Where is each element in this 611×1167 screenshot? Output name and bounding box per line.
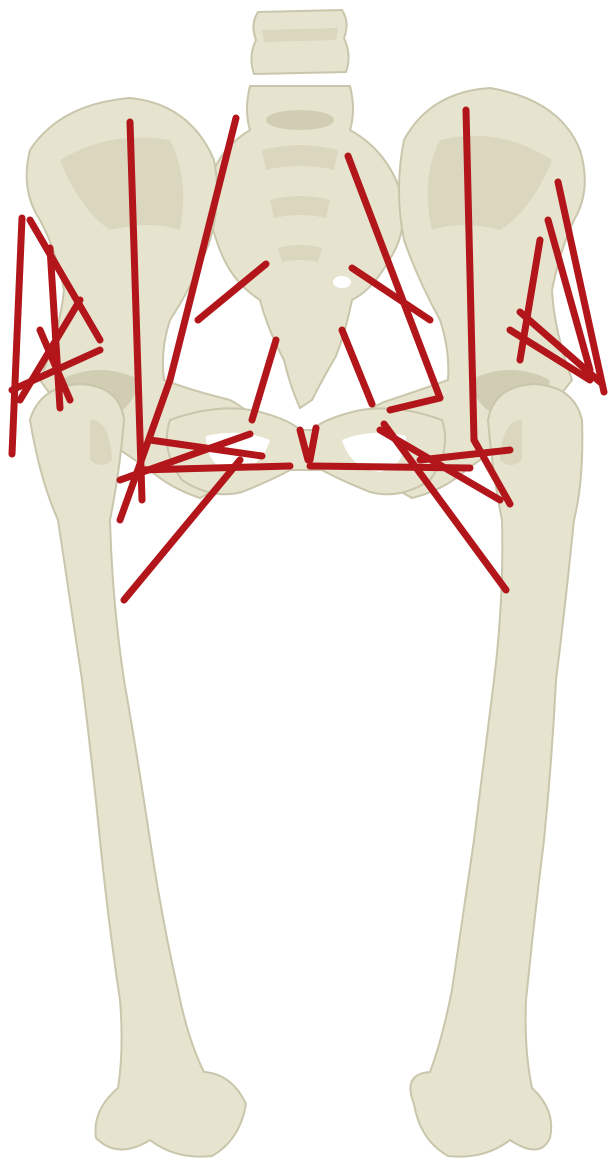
femur-left	[30, 384, 246, 1157]
sacrum	[208, 86, 403, 408]
lumbar-vertebra	[251, 10, 348, 74]
